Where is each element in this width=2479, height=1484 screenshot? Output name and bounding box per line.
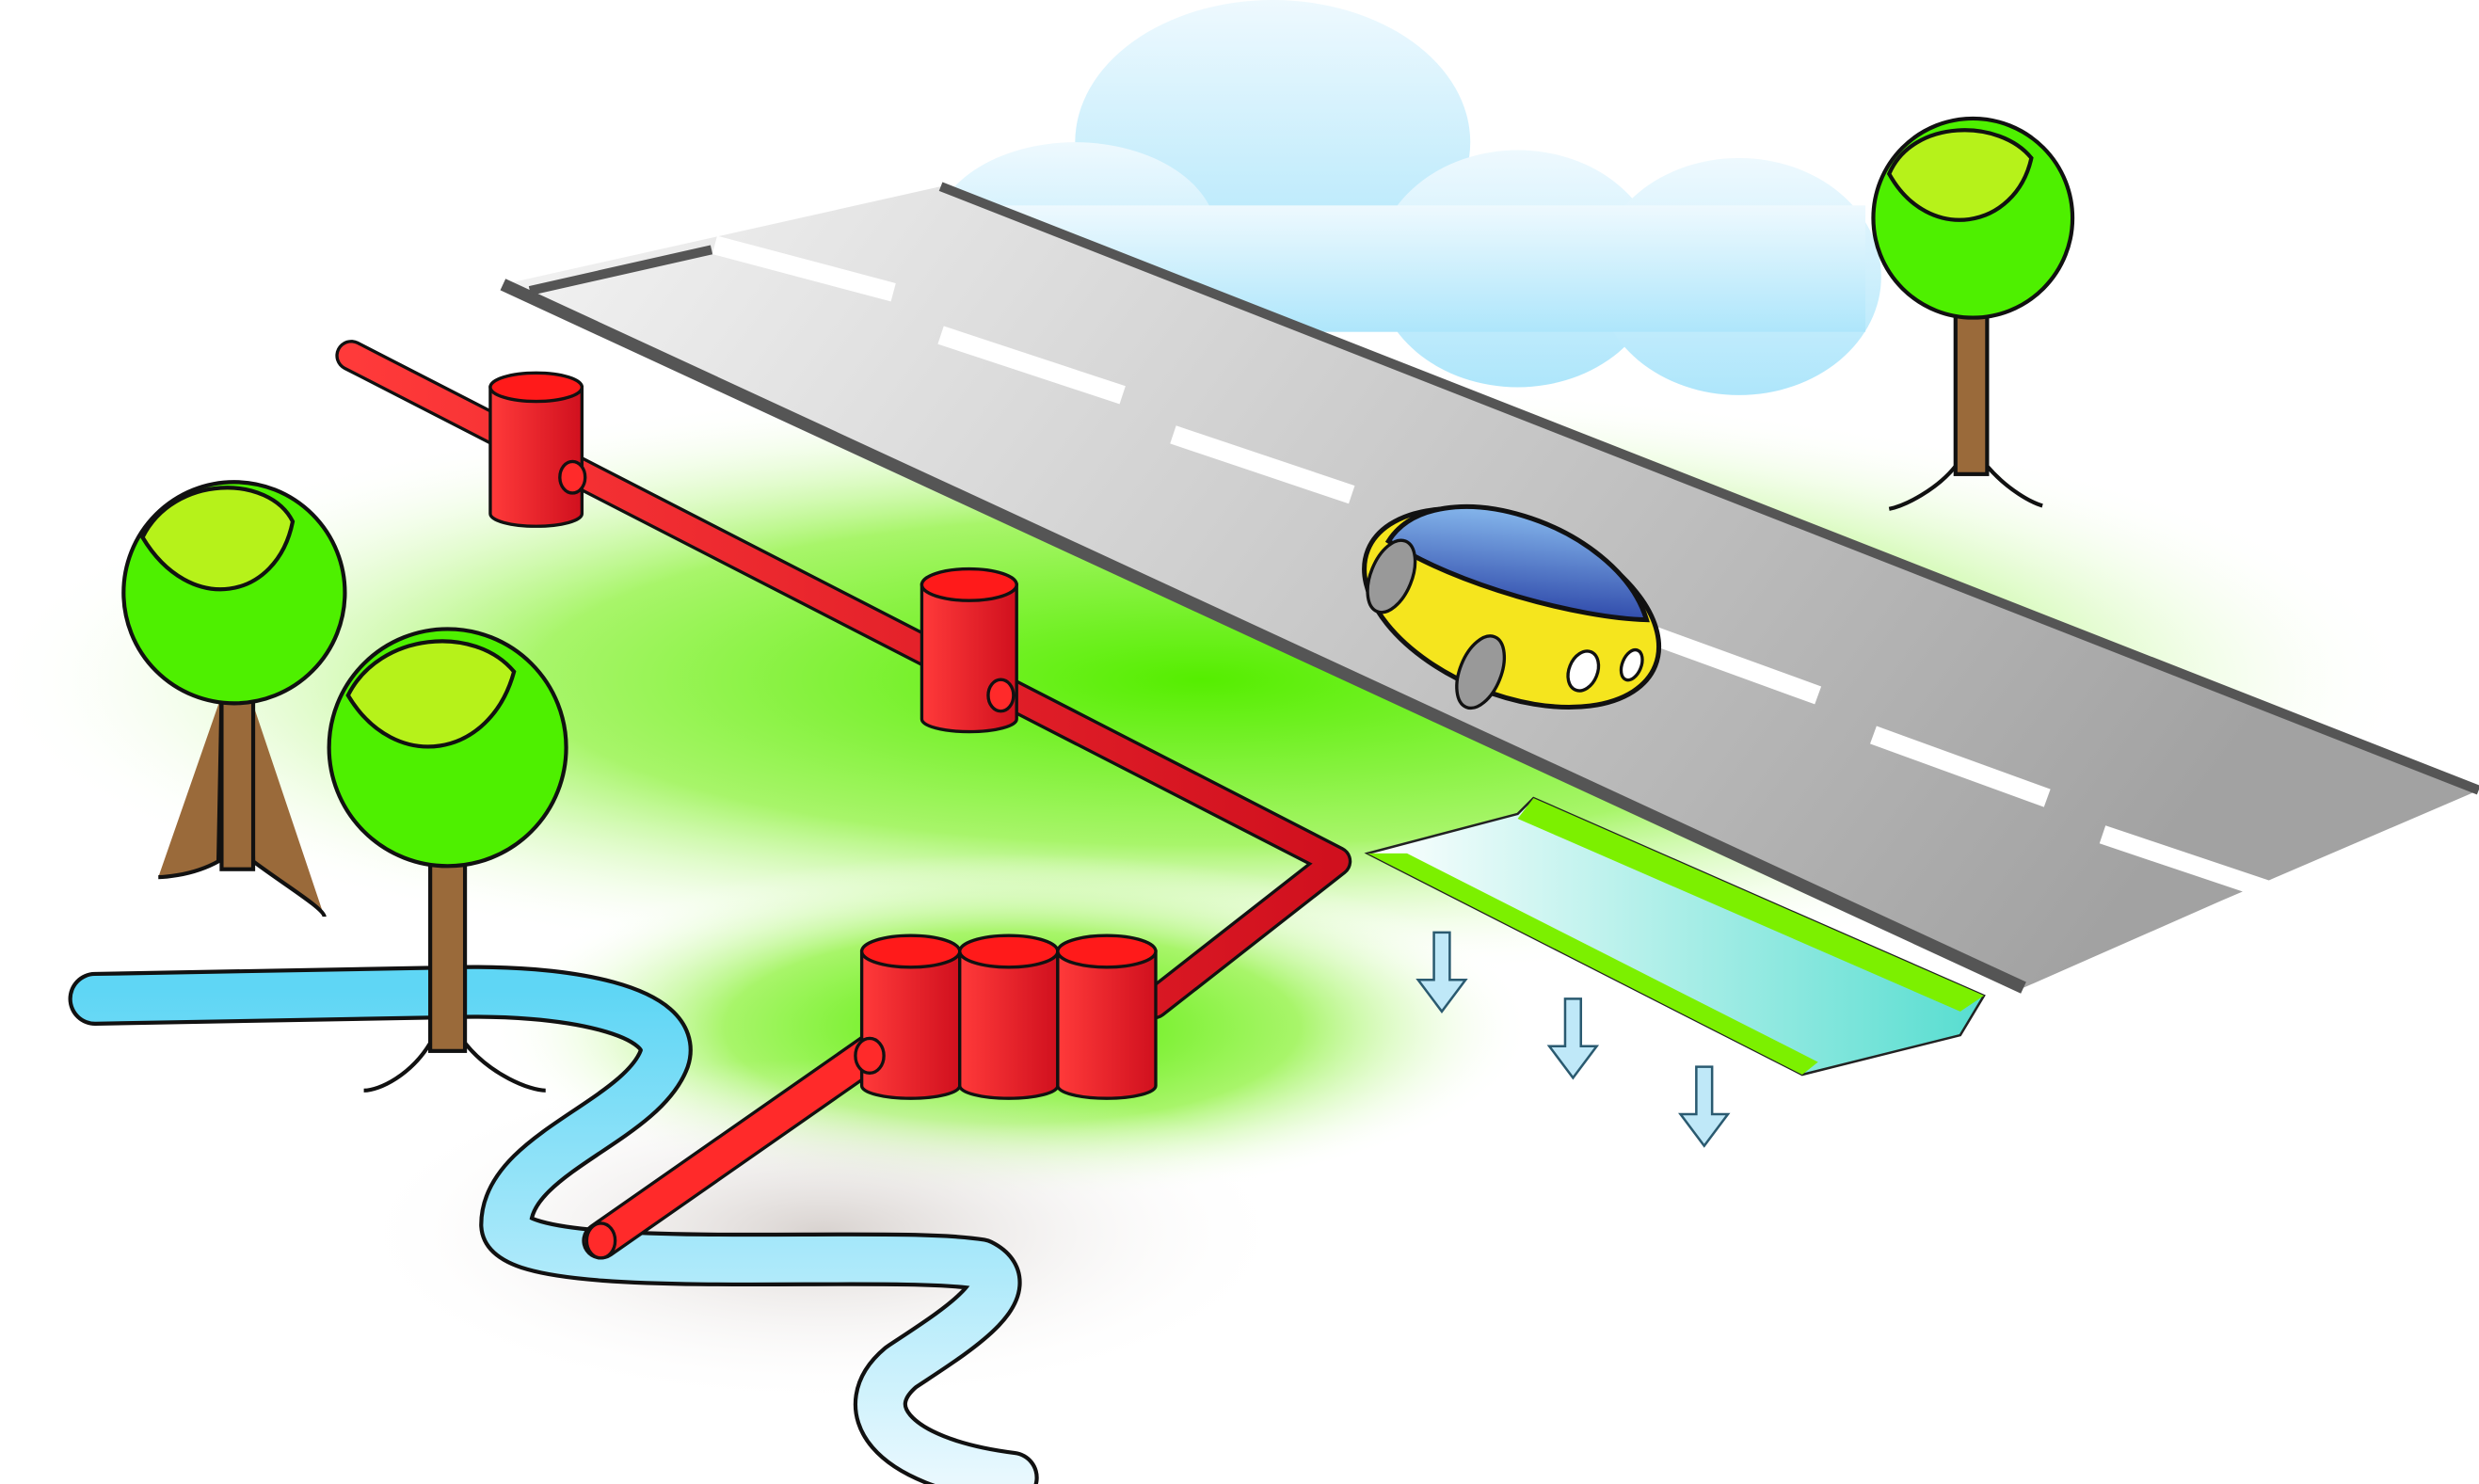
swale-icon — [1364, 796, 1986, 1077]
pipe-icon — [335, 340, 1352, 1260]
infiltration-arrow-icon — [1546, 997, 1600, 1080]
cloud-icon — [933, 0, 1881, 395]
tree-icon — [1871, 116, 2075, 511]
tank-icon — [1056, 933, 1158, 1100]
tank-icon — [958, 933, 1060, 1100]
infiltration-arrow-icon — [1678, 1065, 1731, 1148]
tanks — [488, 371, 1158, 1260]
tank-icon — [488, 371, 584, 528]
car-icon — [1362, 504, 1662, 710]
tank-icon — [859, 933, 962, 1100]
stream-icon — [68, 965, 1039, 1484]
tree-icon — [121, 480, 347, 918]
tree-icon — [327, 627, 568, 1093]
infiltration-arrow-icon — [1415, 931, 1468, 1013]
lane-markings — [712, 235, 2279, 902]
infiltration-arrows — [1415, 931, 1731, 1148]
